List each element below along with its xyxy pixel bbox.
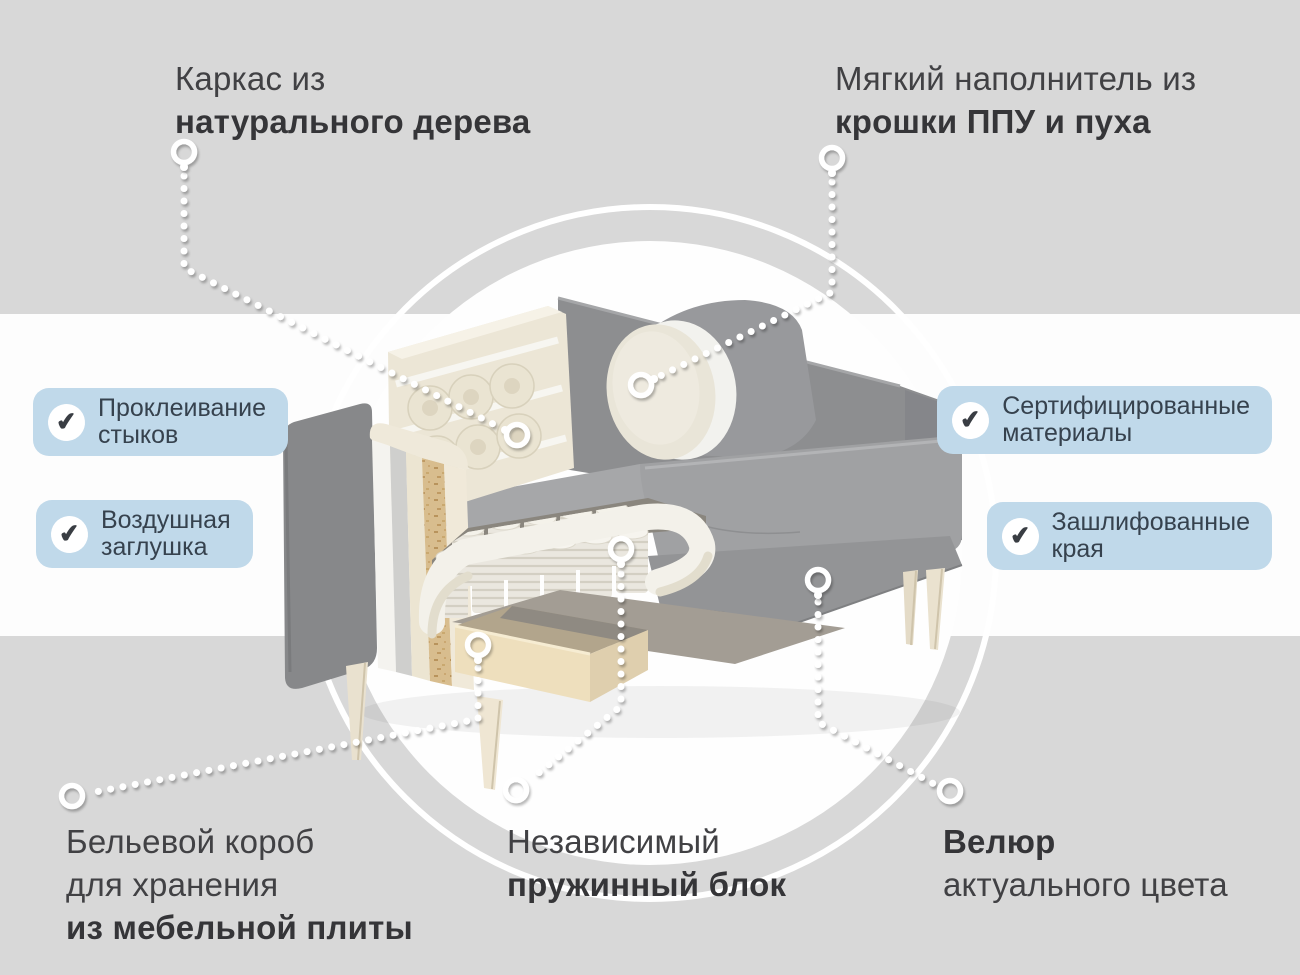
check-icon: ✔ (46, 401, 87, 443)
callout-springs-line2: пружинный блок (507, 866, 787, 903)
check-icon: ✔ (49, 513, 90, 555)
callout-velour-line1: Велюр (943, 823, 1056, 860)
badge-certified-materials-label: Сертифицированные материалы (1002, 392, 1250, 447)
callout-line-filler (654, 178, 836, 381)
sofa-legs (346, 568, 945, 790)
armrest-layers (283, 403, 474, 690)
callout-filler-line1: Мягкий наполнитель из (835, 60, 1197, 97)
marker-frame-start (170, 138, 198, 166)
callout-markers (58, 138, 964, 810)
callout-line-springs (526, 570, 625, 784)
marker-springs-end (502, 776, 530, 804)
badge-air-plug-label: Воздушная заглушка (101, 506, 231, 561)
marker-storage-end (58, 782, 86, 810)
marker-springs-point (607, 535, 635, 563)
callout-filler: Мягкий наполнитель из крошки ППУ и пуха (835, 57, 1196, 143)
callout-storage-line1: Бельевой короб (66, 823, 315, 860)
badge-sanded-edges: ✔ Зашлифованные края (986, 502, 1272, 570)
marker-velour-end (936, 777, 964, 805)
callout-line-storage (86, 664, 482, 797)
badge-air-plug: ✔ Воздушная заглушка (36, 500, 253, 568)
marker-storage-point (464, 631, 492, 659)
callout-line-velour (814, 598, 940, 789)
callout-velour-line2: актуального цвета (943, 866, 1228, 903)
callout-storage-line3: из мебельной плиты (66, 909, 413, 946)
callout-storage-line2: для хранения (66, 866, 279, 903)
callout-frame-line2: натурального дерева (175, 103, 531, 140)
marker-frame-point (503, 421, 531, 449)
callout-velour: Велюр актуального цвета (943, 820, 1228, 906)
marker-filler-point (627, 371, 655, 399)
callout-springs: Независимый пружинный блок (507, 820, 786, 906)
callout-frame: Каркас из натурального дерева (175, 57, 531, 143)
sofa-illustration (283, 296, 963, 790)
check-icon: ✔ (999, 515, 1041, 557)
badge-certified-materials: ✔ Сертифицированные материалы (937, 386, 1272, 454)
badge-glued-joints-label: Проклеивание стыков (98, 394, 267, 449)
callout-lines (86, 172, 940, 797)
storage-drawer (452, 590, 845, 702)
callout-storage: Бельевой короб для хранения из мебельной… (66, 820, 413, 949)
callout-filler-line2: крошки ППУ и пуха (835, 103, 1151, 140)
check-icon: ✔ (950, 399, 992, 441)
marker-velour-point (804, 566, 832, 594)
callout-springs-line1: Независимый (507, 823, 720, 860)
badge-glued-joints: ✔ Проклеивание стыков (33, 388, 289, 456)
badge-sanded-edges-label: Зашлифованные края (1051, 508, 1250, 563)
pocket-springs-cutaway (418, 498, 716, 639)
callout-frame-line1: Каркас из (175, 60, 326, 97)
marker-filler-start (818, 144, 846, 172)
